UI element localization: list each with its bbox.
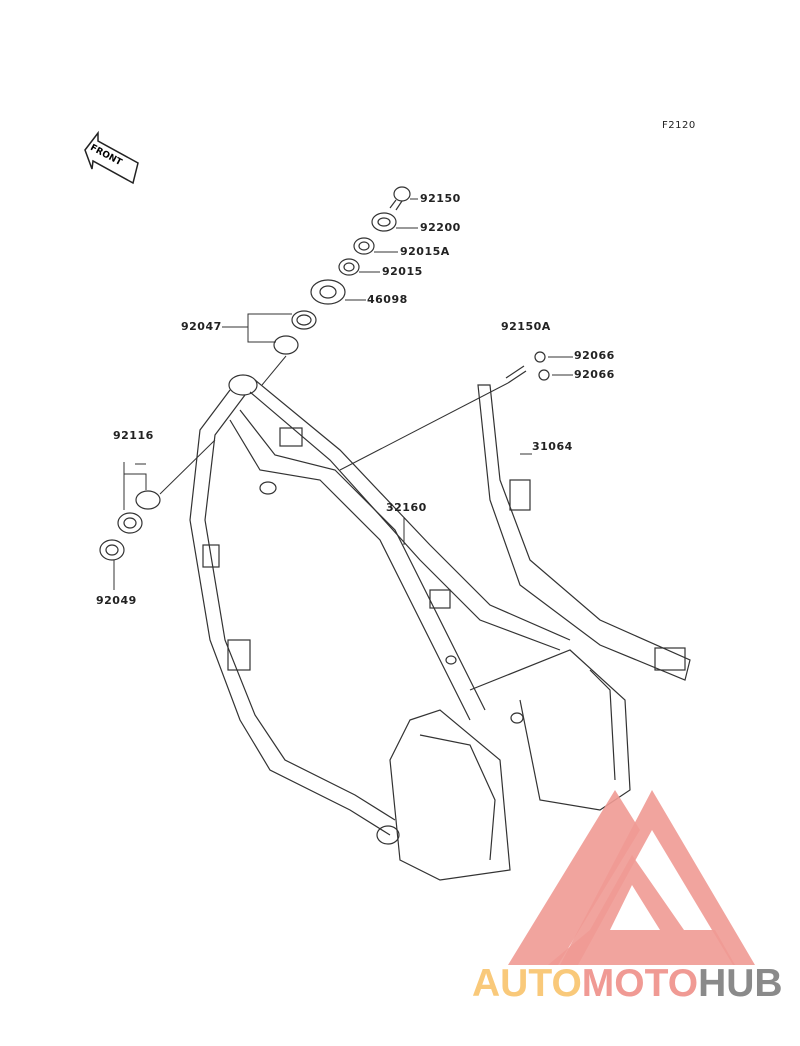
part-label[interactable]: 46098 bbox=[367, 293, 408, 306]
part-label[interactable]: 92066 bbox=[574, 368, 615, 381]
steering-parts bbox=[99, 186, 550, 561]
watermark-logo-icon bbox=[508, 790, 755, 965]
part-label[interactable]: 92015 bbox=[382, 265, 423, 278]
watermark-moto: MOTO bbox=[581, 962, 699, 1005]
part-label[interactable]: 32160 bbox=[386, 501, 427, 514]
leader-lines bbox=[113, 198, 573, 590]
part-label[interactable]: 92015A bbox=[400, 245, 450, 258]
part-label[interactable]: 92049 bbox=[96, 594, 137, 607]
part-label[interactable]: 92116 bbox=[113, 429, 154, 442]
watermark-text: AUTOMOTOHUB bbox=[472, 962, 783, 1006]
watermark-auto: AUTO bbox=[472, 962, 582, 1005]
diagram-code: F2120 bbox=[662, 120, 696, 131]
watermark-hub: HUB bbox=[698, 962, 783, 1005]
part-label[interactable]: 92150 bbox=[420, 192, 461, 205]
part-label[interactable]: 92047 bbox=[181, 320, 222, 333]
front-arrow-icon bbox=[84, 130, 139, 185]
part-label[interactable]: 92066 bbox=[574, 349, 615, 362]
rear-frame-31064 bbox=[477, 384, 691, 681]
main-frame bbox=[189, 374, 631, 881]
part-label[interactable]: 31064 bbox=[532, 440, 573, 453]
part-label[interactable]: 92200 bbox=[420, 221, 461, 234]
part-label[interactable]: 92150A bbox=[501, 320, 551, 333]
